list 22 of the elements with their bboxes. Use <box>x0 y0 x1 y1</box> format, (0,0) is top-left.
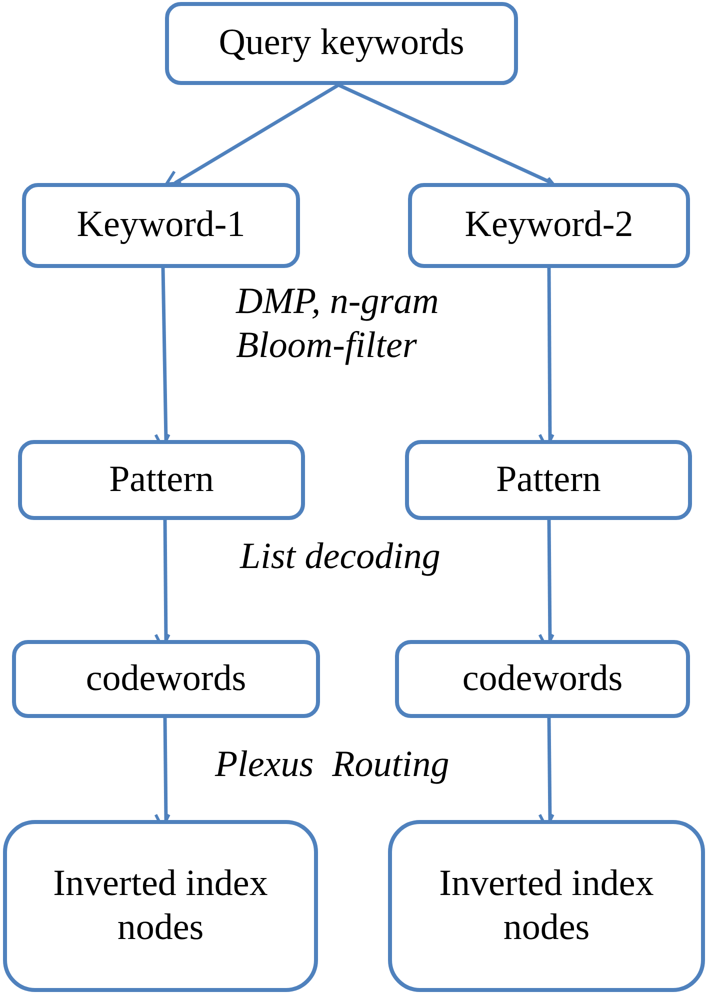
process-box <box>3 820 318 992</box>
node-text: codewords <box>462 656 623 701</box>
process-box <box>408 183 690 268</box>
process-box <box>18 440 305 520</box>
method-label: Plexus Routing <box>215 743 450 787</box>
node-text: Inverted index nodes <box>438 862 655 950</box>
node-text: Pattern <box>109 458 214 502</box>
process-box <box>12 640 320 718</box>
node-text: Keyword-2 <box>464 203 634 248</box>
process-box <box>395 640 690 718</box>
arrow <box>166 84 340 185</box>
process-box <box>165 2 518 85</box>
process-box <box>22 183 300 268</box>
node-text: Query keywords <box>218 21 464 66</box>
process-box <box>405 440 692 520</box>
method-label: DMP, n-gram Bloom-filter <box>236 280 440 368</box>
node-text: Keyword-1 <box>76 203 246 248</box>
method-label: List decoding <box>240 535 442 579</box>
process-box <box>388 820 705 992</box>
node-text: Inverted index nodes <box>52 862 269 950</box>
node-text: Pattern <box>496 458 601 502</box>
node-text: codewords <box>86 656 246 701</box>
